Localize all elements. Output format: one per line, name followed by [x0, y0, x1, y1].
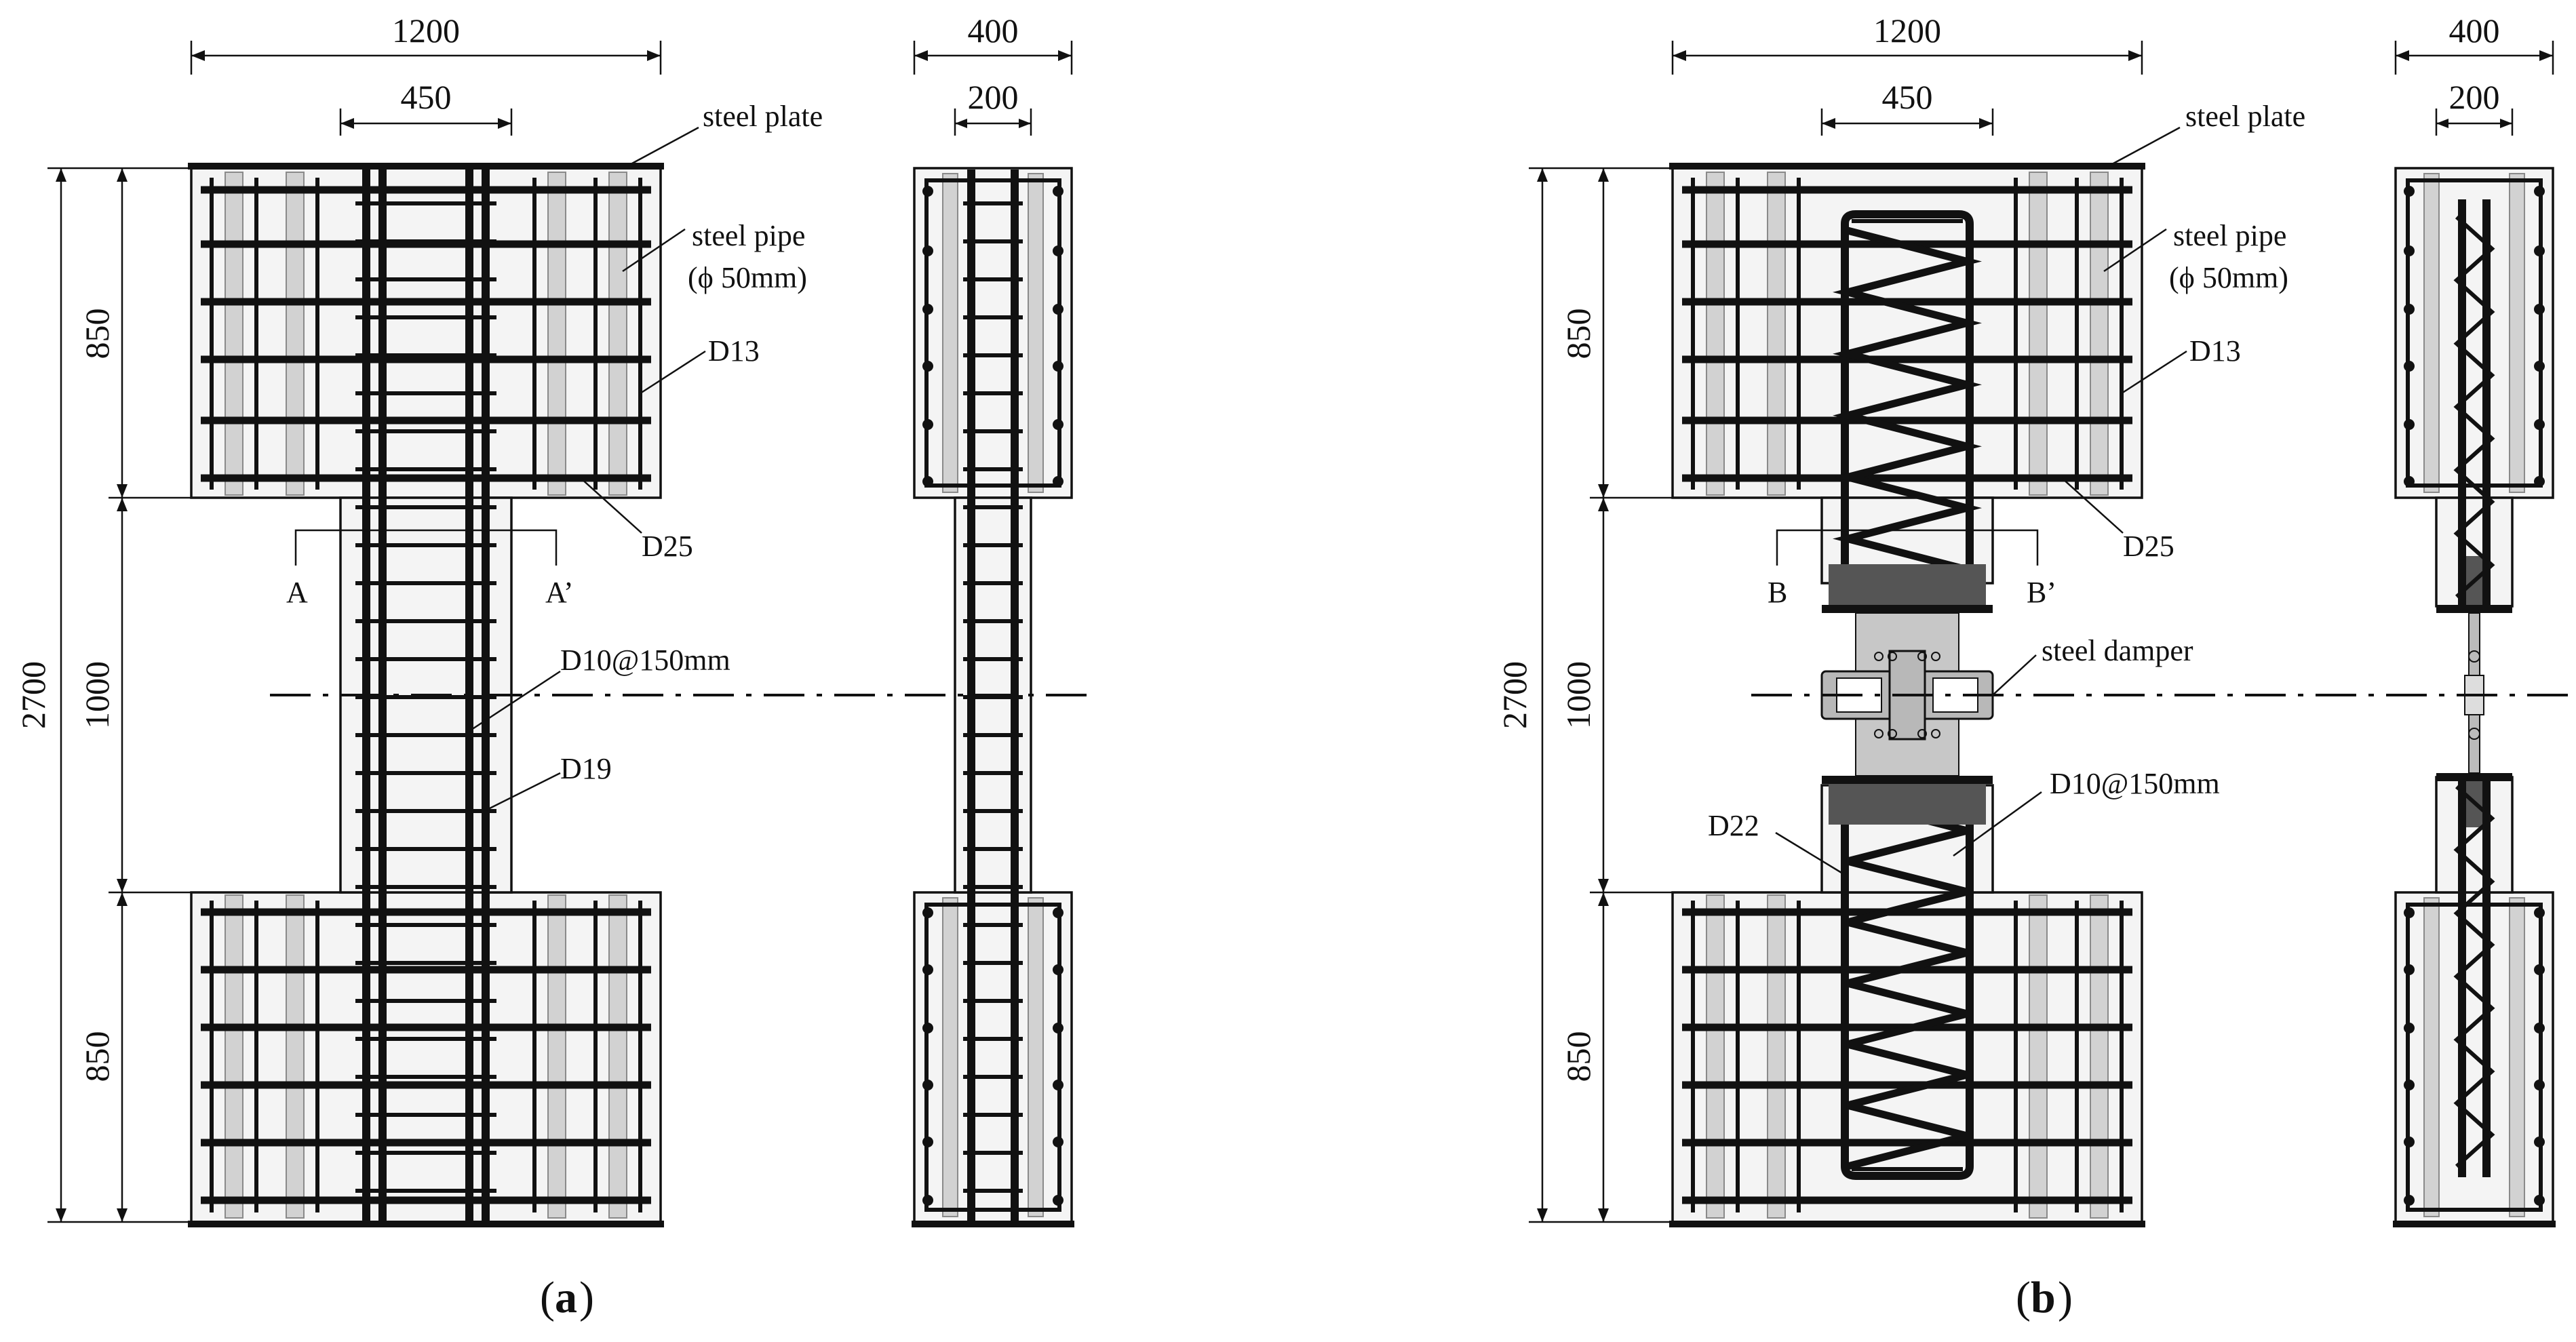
steel-pipes-b	[1706, 172, 2109, 1219]
dim-depth-total-b: 400	[2449, 12, 2500, 50]
panel-a-labels: steel plate steel pipe (ϕ 50mm) D13 D25 …	[286, 100, 823, 812]
label-steel-pipe-b: steel pipe	[2173, 219, 2286, 252]
caption-b-open: (	[2016, 1273, 2031, 1322]
dim-width-column-a: 450	[401, 78, 452, 116]
panel-b-side: 400 200	[2393, 12, 2556, 1227]
dim-height-top-stub-b: 850	[1559, 309, 1597, 359]
lower-cage-b	[1841, 781, 1974, 1180]
label-steel-plate-b: steel plate	[2185, 100, 2305, 133]
dim-depth-total-a: 400	[968, 12, 1019, 50]
dim-height-column-b: 1000	[1559, 661, 1597, 729]
stub-vertical-bars-a	[210, 178, 642, 1212]
label-steel-pipe-size-a: (ϕ 50mm)	[688, 261, 807, 294]
dim-height-total-b: 2700	[1496, 661, 1534, 729]
label-steel-damper: steel damper	[2042, 634, 2193, 667]
dim-width-total-b: 1200	[1873, 12, 1941, 50]
caption-a-open: (	[540, 1273, 555, 1322]
label-d25-a: D25	[642, 530, 693, 563]
panel-a-dimensions: 1200 450 2700 850 1000 850	[14, 12, 662, 1223]
dim-depth-column-a: 200	[968, 78, 1019, 116]
label-d22-b: D22	[1708, 809, 1759, 842]
label-d10-a: D10@150mm	[560, 644, 730, 677]
dim-height-bottom-stub-b: 850	[1559, 1031, 1597, 1082]
dim-width-total-a: 1200	[392, 12, 460, 50]
label-d13-b: D13	[2189, 334, 2241, 368]
label-steel-pipe-a: steel pipe	[692, 219, 805, 252]
steel-pipes-a	[225, 172, 627, 1219]
panel-b-labels: steel plate steel pipe (ϕ 50mm) D13 D25 …	[1708, 100, 2305, 876]
dim-height-top-stub-a: 850	[78, 309, 116, 359]
spiral-lower-b	[1846, 796, 1968, 1170]
dim-width-column-b: 450	[1882, 78, 1933, 116]
caption-b-letter: b	[2031, 1273, 2056, 1322]
dim-height-bottom-stub-a: 850	[78, 1031, 116, 1082]
label-section-a: A	[286, 576, 308, 609]
label-steel-plate-a: steel plate	[703, 100, 823, 133]
caption-b-close: )	[2058, 1273, 2073, 1322]
spiral-upper-b	[1833, 226, 1982, 574]
steel-plate-bottom-a	[188, 1221, 664, 1227]
bottom-stub-a	[190, 891, 662, 1223]
top-stub-a	[190, 167, 662, 499]
label-section-b: B	[1768, 576, 1787, 609]
label-section-a-prime: A’	[545, 576, 574, 609]
label-d10-b: D10@150mm	[2050, 767, 2220, 800]
caption-a-letter: a	[555, 1273, 577, 1322]
panel-b-front	[1669, 163, 2145, 1227]
column-hoops-a	[355, 201, 496, 1193]
dim-depth-column-b: 200	[2449, 78, 2500, 116]
damper-end-upper	[1829, 564, 1986, 610]
panel-a-side: 400 200	[912, 12, 1074, 1227]
upper-cage-b	[1841, 210, 1974, 587]
label-section-b-prime: B’	[2027, 576, 2056, 609]
steel-plate-top-a	[188, 163, 664, 170]
label-steel-pipe-size-b: (ϕ 50mm)	[2169, 261, 2288, 294]
label-d19-a: D19	[560, 752, 612, 785]
stub-horizontal-bars-a	[201, 186, 651, 1204]
dim-height-total-a: 2700	[14, 661, 52, 729]
label-d25-b: D25	[2123, 530, 2174, 563]
label-d13-a: D13	[708, 334, 760, 368]
dim-height-column-a: 1000	[78, 661, 116, 729]
panel-b-dimensions: 1200 450 2700 850 1000 850	[1496, 12, 2143, 1223]
caption-a-close: )	[579, 1273, 594, 1322]
